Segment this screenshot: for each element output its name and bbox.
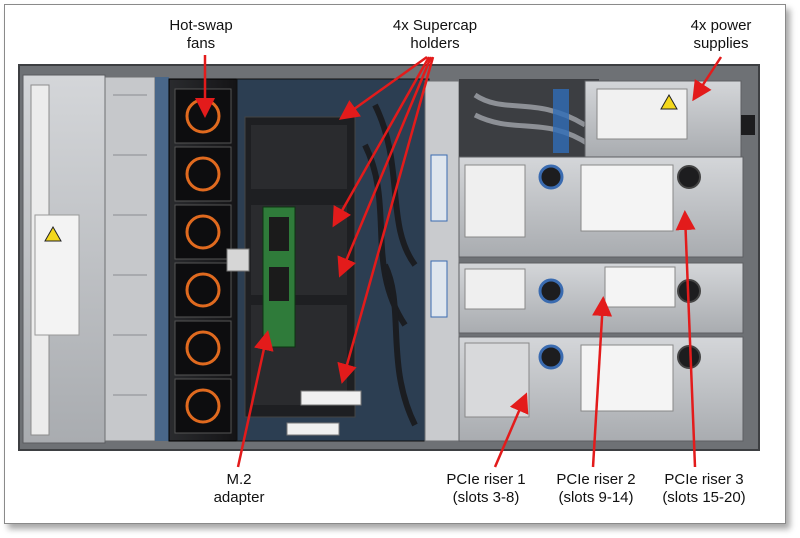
label-pcie-riser-2: PCIe riser 2(slots 9-14) <box>556 471 636 506</box>
server-top-view-photo <box>18 64 760 451</box>
fans <box>174 88 232 434</box>
label-pcie-riser-3: PCIe riser 3(slots 15-20) <box>662 471 746 506</box>
label-pcie-riser-1: PCIe riser 1(slots 3-8) <box>446 471 526 506</box>
